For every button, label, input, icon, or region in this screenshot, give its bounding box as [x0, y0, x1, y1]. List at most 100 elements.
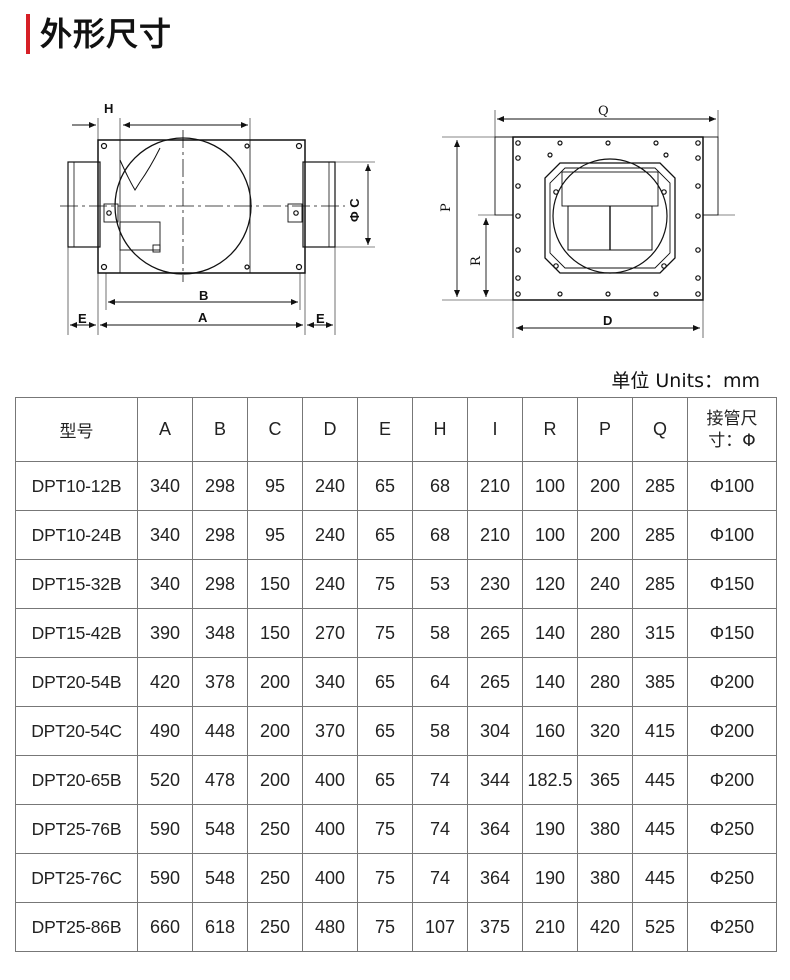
- side-view-dimensions: [70, 122, 371, 328]
- value-cell: 420: [577, 902, 633, 952]
- model-cell: DPT25-76C: [15, 853, 138, 903]
- value-cell: 660: [137, 902, 193, 952]
- value-cell: 378: [192, 657, 248, 707]
- value-cell: 150: [247, 559, 303, 609]
- header-cell: C: [247, 397, 303, 462]
- value-cell: 320: [577, 706, 633, 756]
- value-cell: 298: [192, 559, 248, 609]
- value-cell: 380: [577, 853, 633, 903]
- value-cell: 590: [137, 853, 193, 903]
- side-view-drawing: [60, 118, 375, 335]
- value-cell: Φ100: [687, 461, 777, 511]
- value-cell: Φ250: [687, 804, 777, 854]
- value-cell: 380: [577, 804, 633, 854]
- value-cell: 75: [357, 804, 413, 854]
- value-cell: 525: [632, 902, 688, 952]
- value-cell: 95: [247, 510, 303, 560]
- header-cell: B: [192, 397, 248, 462]
- value-cell: 64: [412, 657, 468, 707]
- model-cell: DPT10-12B: [15, 461, 138, 511]
- value-cell: 75: [357, 559, 413, 609]
- value-cell: 65: [357, 657, 413, 707]
- header-cell: A: [137, 397, 193, 462]
- front-view-drawing: [442, 110, 735, 338]
- value-cell: 365: [577, 755, 633, 805]
- value-cell: 190: [522, 804, 578, 854]
- value-cell: 280: [577, 608, 633, 658]
- value-cell: 265: [467, 657, 523, 707]
- value-cell: 65: [357, 510, 413, 560]
- value-cell: 364: [467, 804, 523, 854]
- dim-label-a: A: [198, 310, 208, 325]
- page-title: 外形尺寸: [40, 15, 173, 53]
- value-cell: 344: [467, 755, 523, 805]
- value-cell: Φ200: [687, 657, 777, 707]
- value-cell: 65: [357, 706, 413, 756]
- value-cell: 478: [192, 755, 248, 805]
- value-cell: 400: [302, 755, 358, 805]
- value-cell: 385: [632, 657, 688, 707]
- header-cell: Q: [632, 397, 688, 462]
- value-cell: 150: [247, 608, 303, 658]
- value-cell: 250: [247, 853, 303, 903]
- value-cell: 285: [632, 461, 688, 511]
- value-cell: 618: [192, 902, 248, 952]
- header-cell: D: [302, 397, 358, 462]
- value-cell: 445: [632, 853, 688, 903]
- header-cell: P: [577, 397, 633, 462]
- value-cell: 285: [632, 559, 688, 609]
- value-cell: 210: [522, 902, 578, 952]
- value-cell: 315: [632, 608, 688, 658]
- value-cell: 370: [302, 706, 358, 756]
- value-cell: 100: [522, 461, 578, 511]
- value-cell: 200: [577, 510, 633, 560]
- header-cell: I: [467, 397, 523, 462]
- header-cell: 接管尺寸：Φ: [687, 397, 777, 462]
- model-cell: DPT20-54C: [15, 706, 138, 756]
- value-cell: 340: [137, 461, 193, 511]
- dim-label-p: P: [439, 203, 454, 212]
- value-cell: 230: [467, 559, 523, 609]
- units-label: 单位 Units：mm: [611, 370, 760, 392]
- value-cell: 298: [192, 510, 248, 560]
- value-cell: 520: [137, 755, 193, 805]
- value-cell: 265: [467, 608, 523, 658]
- value-cell: 340: [302, 657, 358, 707]
- value-cell: 415: [632, 706, 688, 756]
- value-cell: 548: [192, 853, 248, 903]
- value-cell: Φ150: [687, 608, 777, 658]
- value-cell: 190: [522, 853, 578, 903]
- model-cell: DPT20-65B: [15, 755, 138, 805]
- value-cell: 140: [522, 608, 578, 658]
- value-cell: 100: [522, 510, 578, 560]
- value-cell: 240: [302, 510, 358, 560]
- value-cell: 240: [302, 461, 358, 511]
- value-cell: 420: [137, 657, 193, 707]
- dim-label-d: D: [603, 313, 612, 328]
- model-cell: DPT15-32B: [15, 559, 138, 609]
- value-cell: 68: [412, 510, 468, 560]
- value-cell: 210: [467, 510, 523, 560]
- value-cell: 65: [357, 755, 413, 805]
- value-cell: 58: [412, 608, 468, 658]
- dim-label-b: B: [199, 288, 208, 303]
- value-cell: 270: [302, 608, 358, 658]
- dim-label-e-left: E: [78, 311, 87, 326]
- dim-label-e-right: E: [316, 311, 325, 326]
- value-cell: 200: [247, 706, 303, 756]
- value-cell: 304: [467, 706, 523, 756]
- value-cell: 445: [632, 755, 688, 805]
- value-cell: 375: [467, 902, 523, 952]
- value-cell: 240: [577, 559, 633, 609]
- dim-label-r: R: [469, 255, 484, 266]
- value-cell: 120: [522, 559, 578, 609]
- value-cell: 75: [357, 608, 413, 658]
- value-cell: Φ250: [687, 853, 777, 903]
